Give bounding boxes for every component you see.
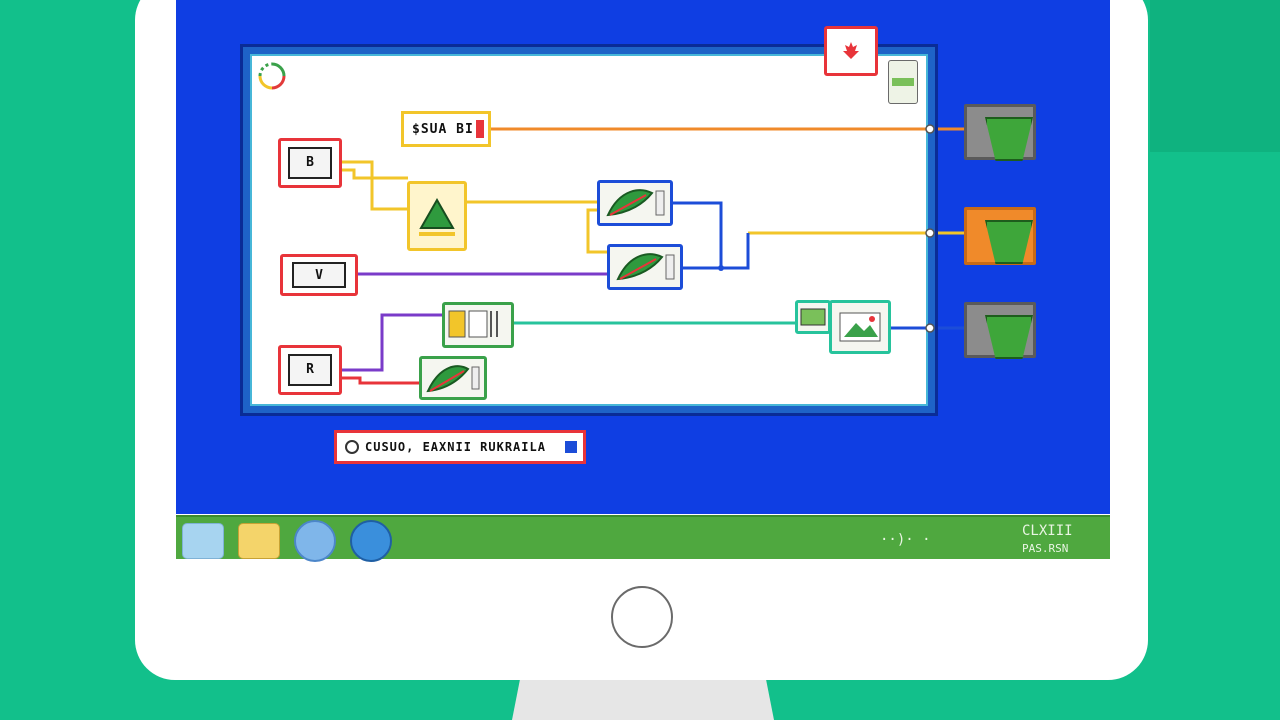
status-label-chip[interactable]: CUSUO, EAXNII RUKRAILA bbox=[334, 430, 586, 464]
port-dot bbox=[925, 323, 935, 333]
cup-icon bbox=[985, 220, 1033, 264]
wire-layer-top bbox=[340, 124, 935, 385]
leaf-icon bbox=[426, 365, 480, 393]
leaf-node-2[interactable] bbox=[607, 244, 683, 290]
screen: $SUA BI B V R bbox=[176, 0, 1110, 514]
cup-icon bbox=[985, 117, 1033, 161]
wire-blue-2 bbox=[721, 233, 750, 270]
input-node-1[interactable]: B bbox=[278, 138, 342, 188]
leaf-node-1[interactable] bbox=[597, 180, 673, 226]
status-indicator-icon bbox=[345, 440, 359, 454]
loading-spinner-icon bbox=[258, 62, 286, 90]
background-shape bbox=[1150, 0, 1280, 152]
top-label-chip[interactable]: $SUA BI bbox=[401, 111, 491, 147]
chip-marker bbox=[476, 120, 484, 138]
globe-icon[interactable] bbox=[294, 520, 336, 562]
monitor-stand bbox=[512, 680, 774, 720]
wire-yellow-4 bbox=[586, 208, 608, 254]
image-icon bbox=[839, 312, 881, 342]
input-node-2[interactable]: V bbox=[280, 254, 358, 296]
status-marker bbox=[565, 441, 577, 453]
wire-yellow-2 bbox=[340, 168, 408, 180]
right-node[interactable] bbox=[829, 300, 891, 354]
output-block-3[interactable] bbox=[964, 302, 1036, 359]
output-block-1[interactable] bbox=[964, 104, 1036, 161]
tray-icons[interactable]: ··)· · bbox=[880, 532, 931, 548]
input-node-1-glyph: B bbox=[287, 147, 333, 179]
chart-icon bbox=[448, 310, 498, 338]
taskbar: ··)· · CLXIII PAS.RSN bbox=[176, 515, 1110, 562]
cup-icon bbox=[985, 315, 1033, 359]
port-dot bbox=[925, 228, 935, 238]
input-node-3-glyph: R bbox=[287, 354, 333, 386]
wire-yellow-1 bbox=[340, 160, 408, 211]
output-block-2[interactable] bbox=[964, 207, 1036, 265]
port-dot bbox=[925, 124, 935, 134]
wire-red bbox=[340, 376, 420, 385]
chart-node[interactable] bbox=[442, 302, 514, 348]
wire-purple-2 bbox=[340, 313, 444, 372]
record-icon[interactable] bbox=[824, 26, 878, 76]
folder-icon[interactable] bbox=[238, 523, 280, 559]
maple-leaf-icon bbox=[843, 42, 859, 59]
clock-date[interactable]: PAS.RSN bbox=[1022, 542, 1069, 555]
triangle-node[interactable] bbox=[407, 181, 467, 251]
start-icon[interactable] bbox=[182, 523, 224, 559]
home-button[interactable] bbox=[611, 586, 673, 648]
input-node-2-glyph: V bbox=[291, 261, 347, 289]
leaf-icon bbox=[606, 189, 665, 217]
status-label-text: CUSUO, EAXNII RUKRAILA bbox=[365, 440, 546, 454]
clock-time[interactable]: CLXIII bbox=[1022, 523, 1073, 539]
small-node[interactable] bbox=[795, 300, 831, 334]
app-icon[interactable] bbox=[350, 520, 392, 562]
triangle-icon bbox=[419, 197, 455, 236]
wire-blue-1 bbox=[672, 201, 723, 270]
thumbnail-icon[interactable] bbox=[888, 60, 918, 104]
top-label-text: $SUA BI bbox=[412, 121, 474, 137]
leaf-icon bbox=[616, 253, 675, 281]
junction-dot bbox=[718, 265, 724, 271]
leaf-node-3[interactable] bbox=[419, 356, 487, 400]
thumbnail-icon bbox=[800, 308, 826, 326]
input-node-3[interactable]: R bbox=[278, 345, 342, 395]
